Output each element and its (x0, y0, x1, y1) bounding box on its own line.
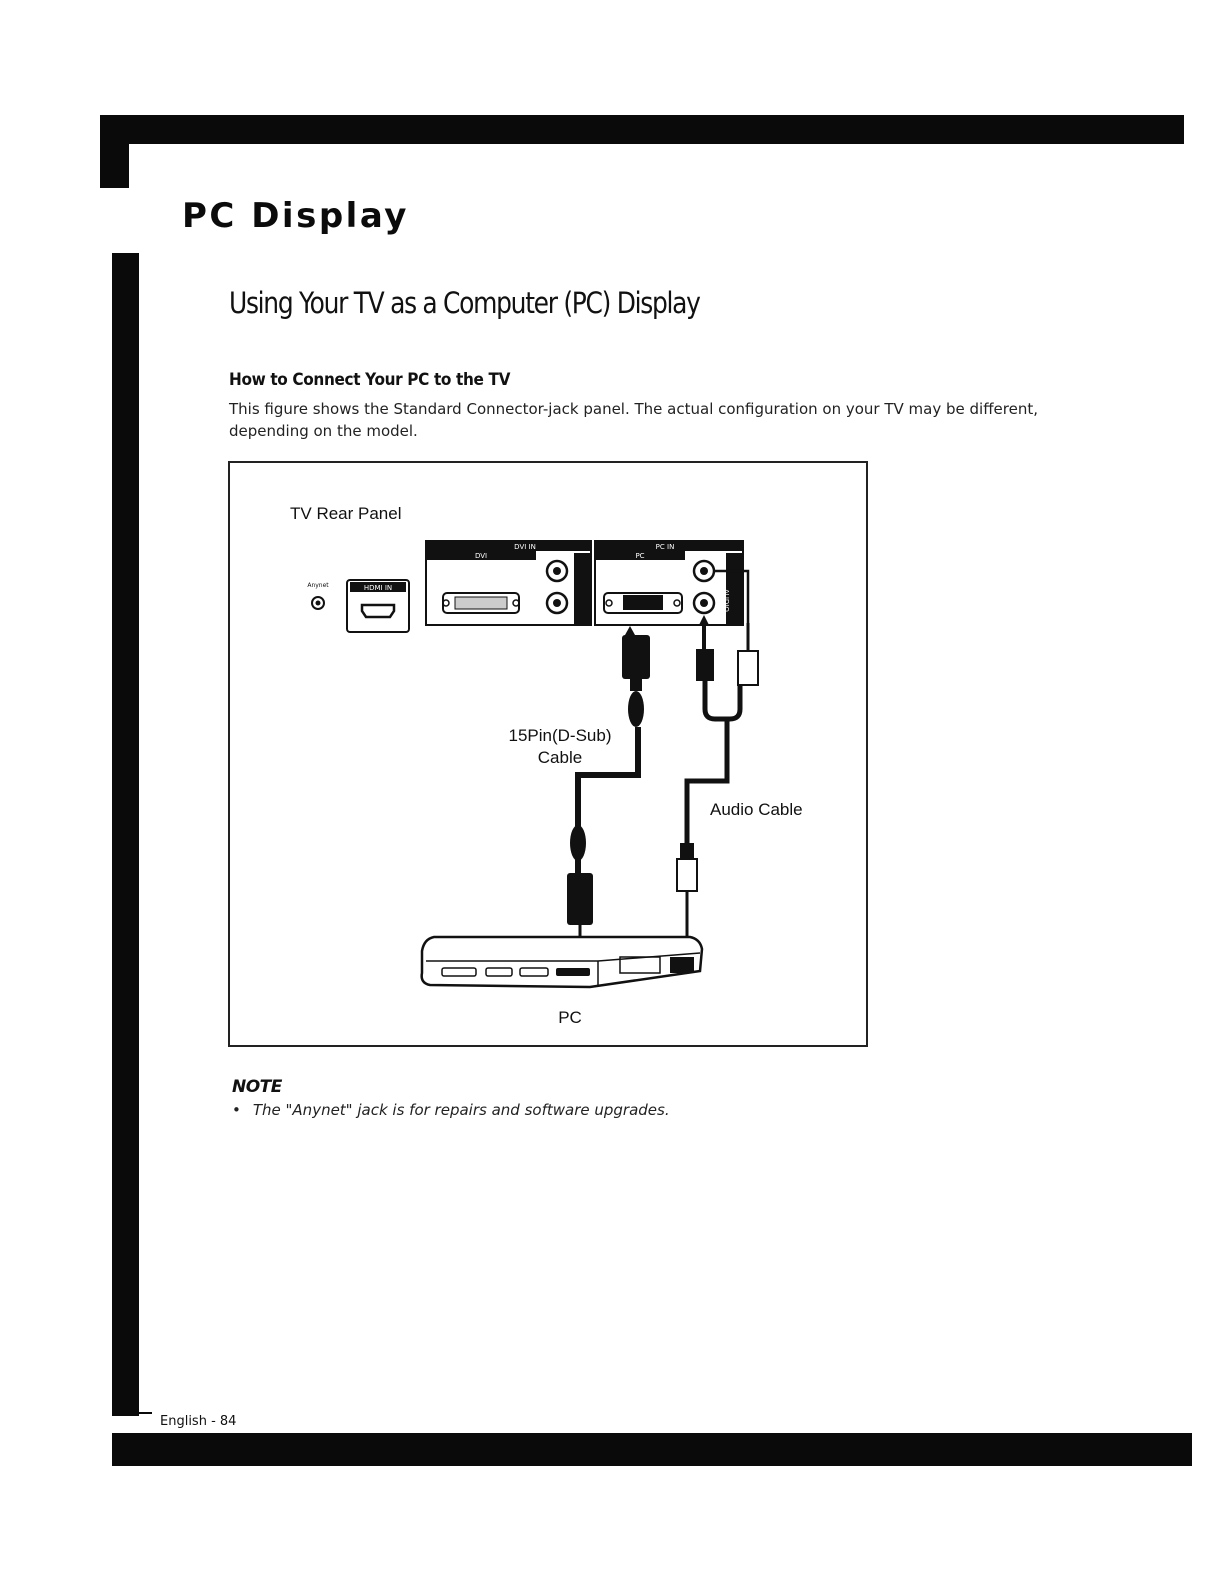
dsub-cable-label-line1: 15Pin(D-Sub) (508, 726, 612, 745)
footer-rule (112, 1412, 152, 1414)
intro-paragraph: This figure shows the Standard Connector… (229, 400, 1038, 440)
note-item: The "Anynet" jack is for repairs and sof… (232, 1101, 670, 1119)
anynet-jack-icon (311, 596, 325, 610)
page-number: English - 84 (160, 1414, 237, 1429)
dvi-label: DVI (475, 552, 487, 560)
section-title: Using Your TV as a Computer (PC) Display (229, 286, 701, 320)
dvi-in-label: DVI IN (514, 543, 536, 551)
dsub-plug-icon (622, 635, 650, 679)
audio-label: AUDIO (722, 589, 730, 612)
pc-port-label: PC (635, 552, 644, 560)
pc-in-label: PC IN (656, 543, 675, 551)
pc-label: PC (558, 1008, 582, 1027)
side-bar (112, 253, 139, 1416)
header-bar (100, 115, 1184, 144)
note-title: NOTE (232, 1077, 282, 1097)
audio-cable-label: Audio Cable (710, 800, 803, 819)
connection-diagram-graphic: Anynet HDMI IN DVI IN DVI PC IN PC (307, 540, 759, 989)
dsub-port-icon (603, 592, 683, 614)
anynet-label: Anynet (307, 582, 329, 589)
page-title: PC Display (182, 196, 409, 236)
dvi-audio-jack-icon (545, 559, 569, 583)
audio-plug-icon (696, 649, 714, 681)
dsub-cable-label-line2: Cable (537, 748, 583, 767)
sub-heading: How to Connect Your PC to the TV (229, 370, 511, 390)
footer-bar (112, 1433, 1192, 1466)
note-list: The "Anynet" jack is for repairs and sof… (232, 1101, 670, 1119)
hdmi-in-label: HDMI IN (364, 584, 392, 592)
pc-icon (420, 935, 704, 989)
header-tab (100, 115, 129, 188)
tv-rear-panel-label: TV Rear Panel (290, 504, 402, 523)
connection-diagram: Anynet HDMI IN DVI IN DVI PC IN PC (228, 461, 868, 1047)
